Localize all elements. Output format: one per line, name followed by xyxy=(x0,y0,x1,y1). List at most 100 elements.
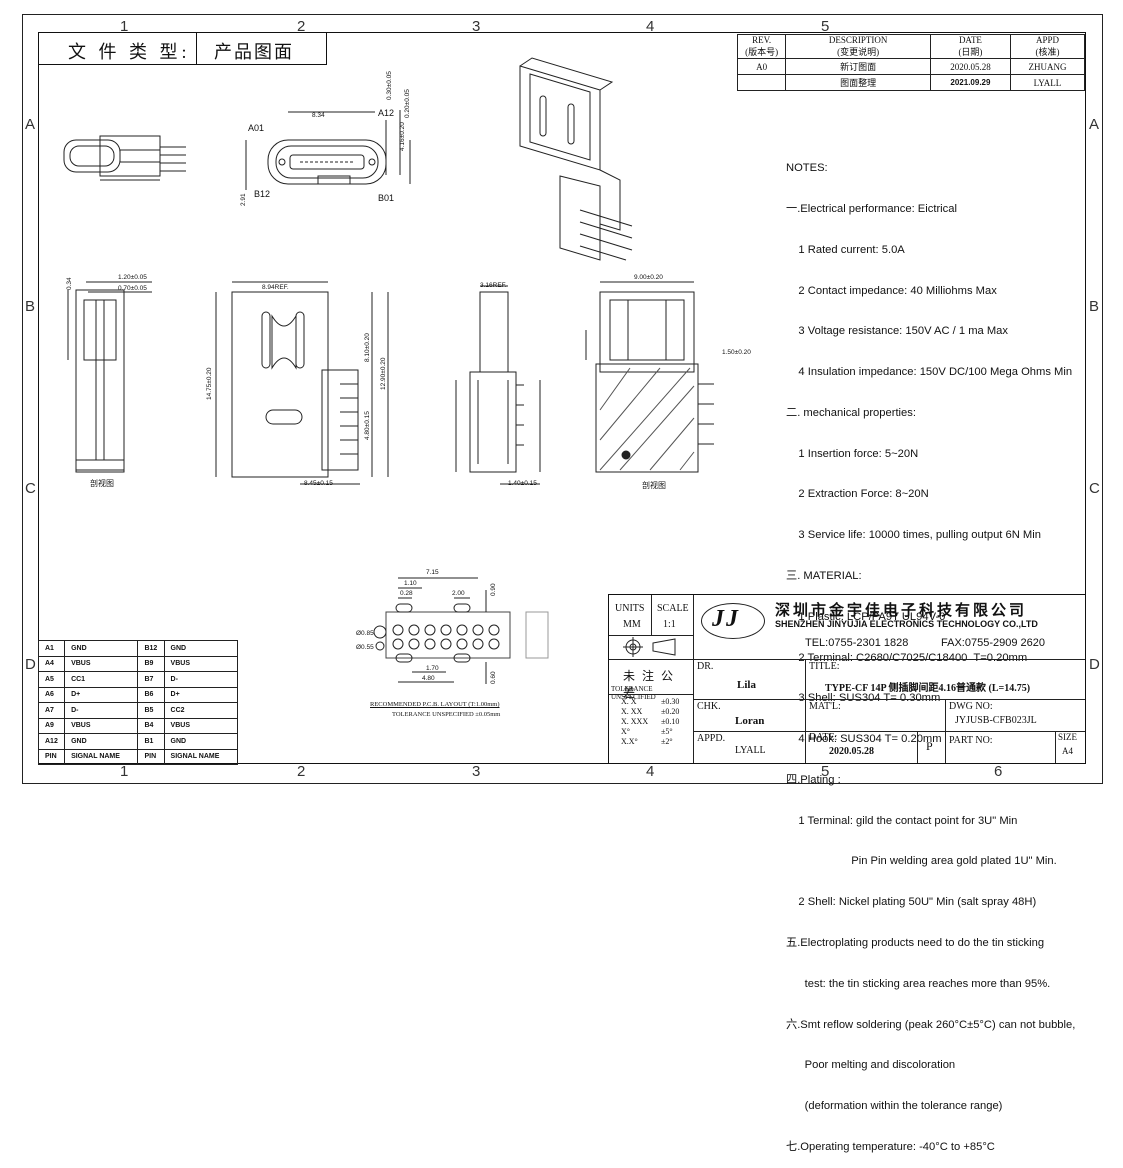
signal-header: SIGNAL NAME xyxy=(163,748,239,765)
tol-value: ±0.30 xyxy=(661,697,680,706)
dim-1290: 12.90±0.20 xyxy=(380,357,387,390)
zone-col-4: 4 xyxy=(646,18,655,35)
dim-834: 8.34 xyxy=(312,112,325,119)
section-view-2-label: 剖视图 xyxy=(642,481,666,490)
signal-cell: VBUS xyxy=(163,717,239,734)
zone-col-5: 5 xyxy=(821,18,830,35)
notes-line: 4 Insulation impedance: 150V DC/100 Mega… xyxy=(786,366,1073,379)
rev-header-appd-en: APPD xyxy=(1035,35,1059,45)
rev-desc-cell: 图面整理 xyxy=(785,74,931,91)
tolerance-divider xyxy=(609,694,693,695)
zone-col-3: 3 xyxy=(472,18,481,35)
dim-ref-top2: 0.20±0.05 xyxy=(404,89,411,118)
rev-header-desc-en: DESCRIPTION xyxy=(828,35,888,45)
dim-480: 4.80±0.15 xyxy=(364,411,371,440)
notes-line: 3 Shell: SUS304 T= 0.30mm xyxy=(786,692,941,705)
pin-cell: A7 xyxy=(37,702,66,719)
rev-cell xyxy=(736,74,787,91)
signoff-divider xyxy=(693,699,805,700)
zone-col-4-bottom: 4 xyxy=(646,763,655,780)
rev-header-desc: DESCRIPTION(变更说明) xyxy=(785,34,931,59)
units-scale-divider xyxy=(651,595,652,635)
part-no-label: PART NO: xyxy=(949,735,993,746)
notes-title: NOTES: xyxy=(786,162,828,175)
pcb-dim-200: 2.00 xyxy=(452,590,465,597)
pcb-dim-090: 0.90 xyxy=(490,583,497,596)
notes-line: Pin Pin welding area gold plated 1U" Min… xyxy=(786,855,1057,868)
slim-side-view xyxy=(455,285,541,485)
tol-value: ±0.10 xyxy=(661,717,680,726)
rev-header-appd: APPD (核准) xyxy=(1009,34,1086,59)
zone-col-6-bottom: 6 xyxy=(994,763,1003,780)
size-label: SIZE xyxy=(1058,732,1077,742)
part-no-box: PART NO: xyxy=(945,731,1056,763)
pin-cell: A9 xyxy=(37,717,66,734)
doc-type-divider xyxy=(196,32,197,64)
appd-label: APPD. xyxy=(697,733,726,744)
date-label: DATE: xyxy=(809,732,838,743)
projection-mark-box: P xyxy=(917,731,946,763)
pcb-dim-060: 0.60 xyxy=(490,671,497,684)
signal-cell: CC2 xyxy=(163,702,239,719)
section-view-1-label: 剖视图 xyxy=(90,479,114,488)
zone-row-b-right: B xyxy=(1089,298,1100,315)
pcb-layout xyxy=(373,577,549,684)
rev-header-rev: REV.(版本号) xyxy=(736,34,787,59)
signal-cell: GND xyxy=(64,640,139,657)
notes-line: 二. mechanical properties: xyxy=(786,406,916,419)
signal-cell: VBUS xyxy=(64,717,139,734)
doc-type-value: 产品图面 xyxy=(214,42,294,62)
material-box: MAT'L: xyxy=(805,699,946,732)
rev-header-date-cn: (日期) xyxy=(958,47,983,57)
dim-150: 1.50±0.20 xyxy=(722,349,751,356)
dim-845: 8.45±0.15 xyxy=(304,480,333,487)
matl-label: MAT'L: xyxy=(809,701,841,712)
tol-key: X.X° xyxy=(621,737,638,746)
rev-header-rev-cn: (版本号) xyxy=(745,47,779,57)
zone-row-a-right: A xyxy=(1089,116,1100,133)
pcb-dim-480: 4.80 xyxy=(422,675,435,682)
rev-appd-cell: ZHUANG xyxy=(1009,58,1086,75)
pcb-tolerance-note: TOLERANCE UNSPECIFIED ±0.05mm xyxy=(392,711,501,718)
pcb-dim-085: Ø0.85 xyxy=(356,630,374,637)
dwg-no-box: DWG NO: JYJUSB-CFB023JL xyxy=(945,699,1085,732)
signal-cell: GND xyxy=(163,733,239,750)
notes-line: 4 Hook: SUS304 T= 0.20mm xyxy=(786,733,942,746)
doc-type-label: 文 件 类 型: xyxy=(68,42,191,62)
pcb-dim-110: 1.10 xyxy=(404,580,417,587)
rev-header-appd-cn: (核准) xyxy=(1035,47,1060,57)
notes-line: 七.Operating temperature: -40°C to +85°C xyxy=(786,1140,995,1153)
dr-label: DR. xyxy=(697,661,714,672)
notes-line: 2 Terminal: C2680/C7025/C18400 T=0.20mm xyxy=(786,651,1028,664)
section-view-left xyxy=(67,281,152,473)
rev-header-date-en: DATE xyxy=(958,35,982,45)
pin-cell: B12 xyxy=(137,640,165,657)
pcb-dim-028: 0.28 xyxy=(400,590,413,597)
signoff-divider xyxy=(693,731,805,732)
main-side-view xyxy=(215,281,389,485)
zone-col-2: 2 xyxy=(297,18,306,35)
dim-810: 8.10±0.20 xyxy=(364,333,371,362)
projection-symbol-icon xyxy=(623,637,676,657)
notes-line: 2 Extraction Force: 8~20N xyxy=(786,488,929,501)
chk-value: Loran xyxy=(735,715,765,727)
notes-line: 2 Shell: Nickel plating 50U" Min (salt s… xyxy=(786,896,1037,909)
projection-mark: P xyxy=(926,739,933,753)
company-name-cn: 深圳市金宇佳电子科技有限公司 xyxy=(775,602,1028,619)
pin-cell: B6 xyxy=(137,686,165,703)
pin-cell: B9 xyxy=(137,655,165,672)
notes-line: test: the tin sticking area reaches more… xyxy=(786,977,1051,990)
rev-cell: A0 xyxy=(736,58,787,75)
revision-row: 图面整理 2021.09.29 LYALL xyxy=(736,74,1086,91)
isometric-view xyxy=(519,57,633,261)
technical-drawing xyxy=(63,57,714,684)
tol-value: ±0.20 xyxy=(661,707,680,716)
tolerance-box: 未 注 公 差 TOLERANCE UNSPECIFIED X. X ±0.30… xyxy=(609,659,694,763)
notes-line: 3 Service life: 10000 times, pulling out… xyxy=(786,529,1041,542)
